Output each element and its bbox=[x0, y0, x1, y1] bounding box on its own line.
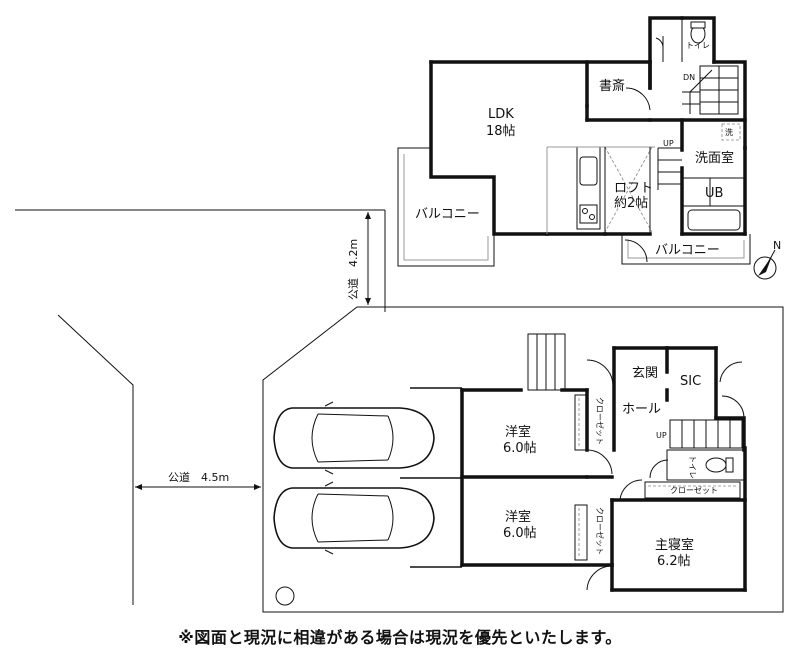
closet-master-label: クローゼット bbox=[670, 485, 718, 495]
north-road-dimension: 公道 4.2m bbox=[346, 212, 371, 305]
lower-toilet-label: トイレ bbox=[688, 455, 697, 479]
stair-dn-label: DN bbox=[683, 73, 695, 82]
washer-mark: 洗 bbox=[725, 127, 733, 137]
balcony-right-label: バルコニー bbox=[655, 243, 720, 258]
car-upper bbox=[273, 401, 435, 475]
hall-label: ホール bbox=[622, 402, 661, 417]
north-label: N bbox=[773, 239, 781, 252]
western-room-1-size: 6.0帖 bbox=[503, 441, 537, 456]
disclaimer-note: ※図面と現況に相違がある場合は現況を優先といたします。 bbox=[178, 628, 622, 647]
closet-1-label: クローゼット bbox=[595, 397, 605, 445]
north-road-label: 公道 4.2m bbox=[346, 239, 360, 300]
upper-floor bbox=[397, 16, 751, 267]
ub-label: UB bbox=[705, 186, 723, 201]
site-outline bbox=[15, 209, 784, 613]
western-room-1-label: 洋室 bbox=[505, 424, 531, 440]
western-room-2-size: 6.0帖 bbox=[503, 526, 537, 541]
ldk-size: 18帖 bbox=[486, 124, 516, 139]
upper-toilet-label: トイレ bbox=[686, 41, 710, 50]
master-bedroom-size: 6.2帖 bbox=[657, 554, 691, 569]
entrance-label: 玄関 bbox=[632, 366, 658, 381]
loft-label: ロフト bbox=[614, 181, 653, 196]
lower-floor bbox=[400, 333, 747, 592]
upper-stair-up-label: UP bbox=[663, 139, 674, 148]
compass: N bbox=[753, 239, 781, 280]
west-road-dimension: 公道 4.5m bbox=[135, 470, 261, 490]
car-lower bbox=[273, 481, 435, 555]
west-road-label: 公道 4.5m bbox=[168, 470, 229, 484]
utility-circle-icon bbox=[275, 586, 295, 606]
master-bedroom-label: 主寝室 bbox=[655, 537, 694, 553]
balcony-left-label: バルコニー bbox=[415, 207, 480, 222]
study-label: 書斎 bbox=[599, 78, 625, 94]
washroom-label: 洗面室 bbox=[695, 150, 734, 166]
loft-size: 約2帖 bbox=[614, 196, 648, 211]
sic-label: SIC bbox=[680, 374, 701, 389]
lower-stair-up-label: UP bbox=[656, 431, 667, 440]
western-room-2-label: 洋室 bbox=[505, 509, 531, 525]
ldk-label: LDK bbox=[488, 107, 514, 122]
closet-2-label: クローゼット bbox=[595, 507, 605, 555]
